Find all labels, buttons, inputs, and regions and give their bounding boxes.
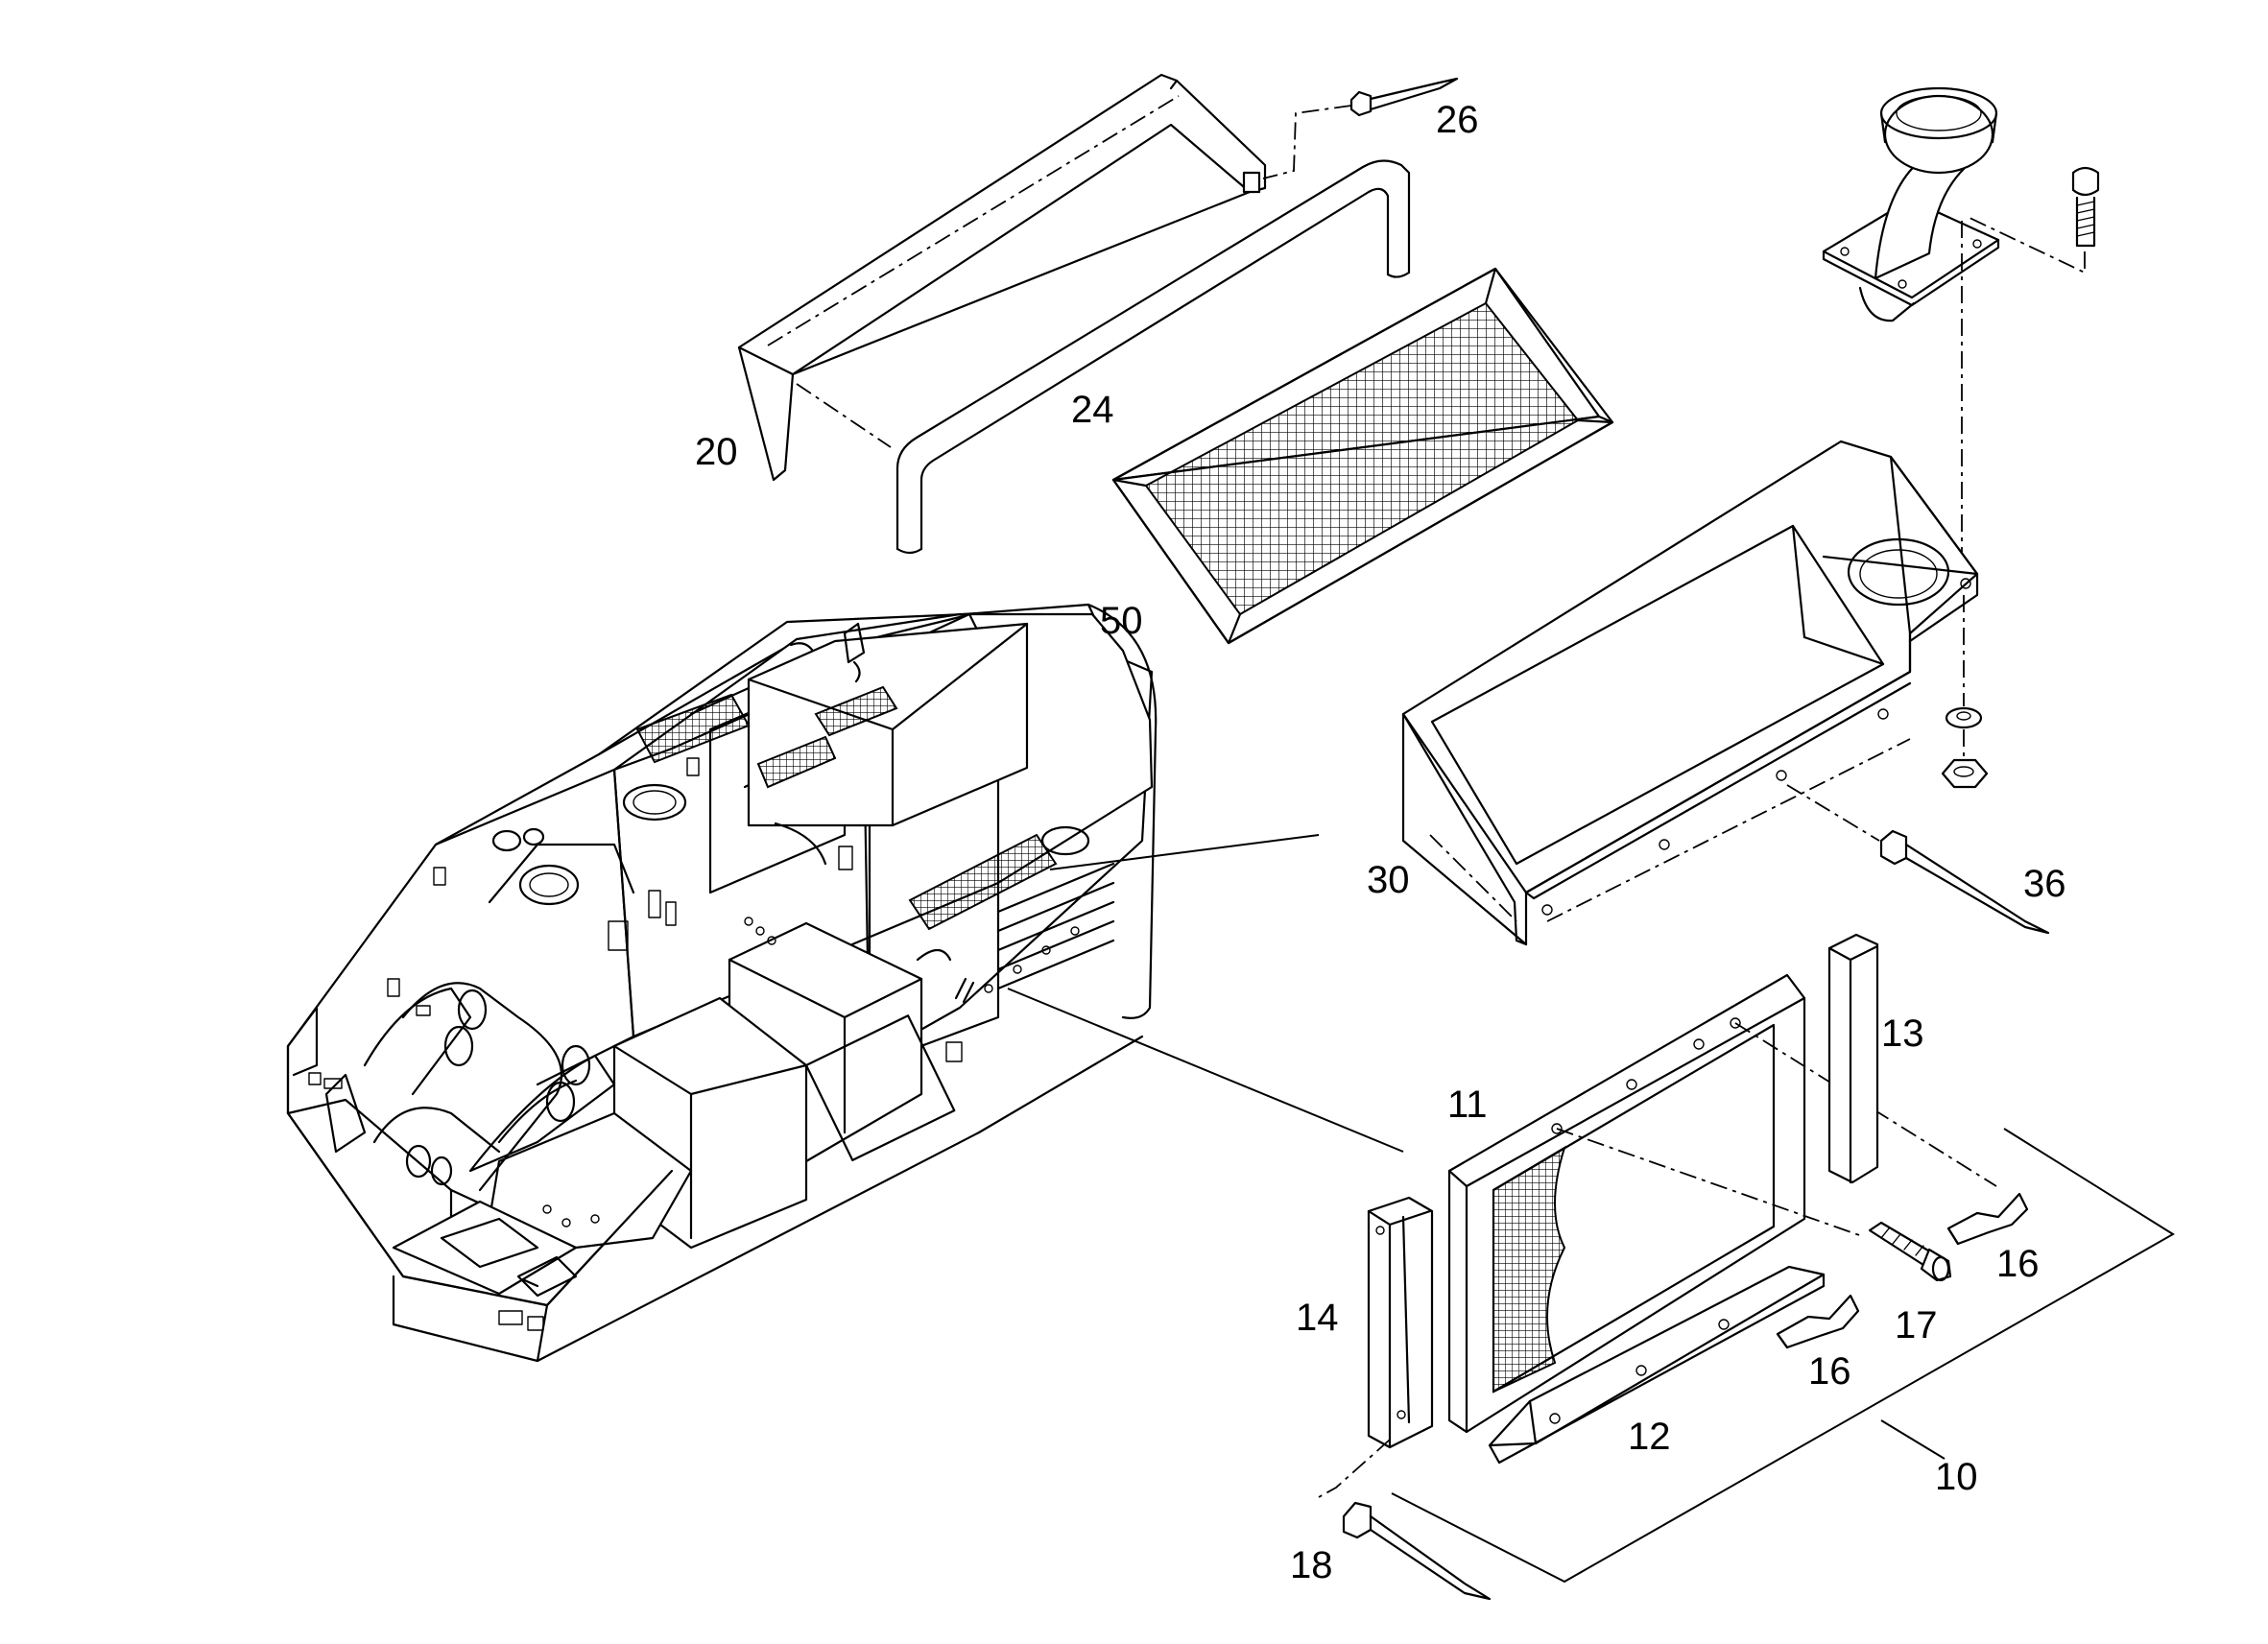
part-26-rivet-pin: [1262, 77, 1459, 179]
callout-18: 18: [1290, 1544, 1333, 1586]
callout-24: 24: [1071, 389, 1114, 431]
part-50-filter-tray: [1111, 267, 1614, 645]
callout-50: 50: [1100, 600, 1143, 642]
part-14-channel-left: [1318, 1196, 1434, 1498]
part-16-clip-upper: [1946, 1192, 2029, 1246]
part-24-tube-frame: [796, 159, 1411, 555]
leader-lines: [1007, 834, 1404, 1153]
part-17-threaded-fastener: [1868, 1221, 1952, 1282]
callout-16-upper: 16: [1996, 1243, 2040, 1285]
callout-labels: 26 24 20 50 30 36 13 11 16 17 14 16 12 1…: [695, 99, 2066, 1586]
bolt: [1961, 166, 2100, 576]
callout-36: 36: [2023, 863, 2066, 905]
part-30-intake-housing: [1401, 440, 1979, 946]
machine-body: [286, 603, 1158, 1363]
part-13-channel-right: [1827, 933, 1879, 1184]
washer-and-nut: [1941, 595, 1989, 789]
part-36-rivet-pin: [1786, 784, 2050, 935]
callout-10: 10: [1935, 1456, 1978, 1498]
part-10-assembly-outline: [1391, 1128, 2175, 1584]
elbow-duct-fitting: [1822, 86, 2000, 322]
callout-14: 14: [1296, 1297, 1339, 1339]
part-12-bottom-strip: [1488, 1265, 1826, 1465]
callout-17: 17: [1895, 1304, 1938, 1346]
part-20-cover-channel: [737, 73, 1267, 482]
callout-30: 30: [1367, 859, 1410, 901]
callout-20: 20: [695, 431, 738, 473]
callout-16-lower: 16: [1808, 1350, 1851, 1393]
callout-13: 13: [1881, 1013, 1924, 1055]
part-16-clip-lower: [1776, 1294, 1860, 1349]
callout-26: 26: [1436, 99, 1479, 141]
part-18-rivet-pin: [1342, 1501, 1492, 1601]
callout-11: 11: [1447, 1084, 1488, 1126]
callout-12: 12: [1628, 1416, 1671, 1458]
